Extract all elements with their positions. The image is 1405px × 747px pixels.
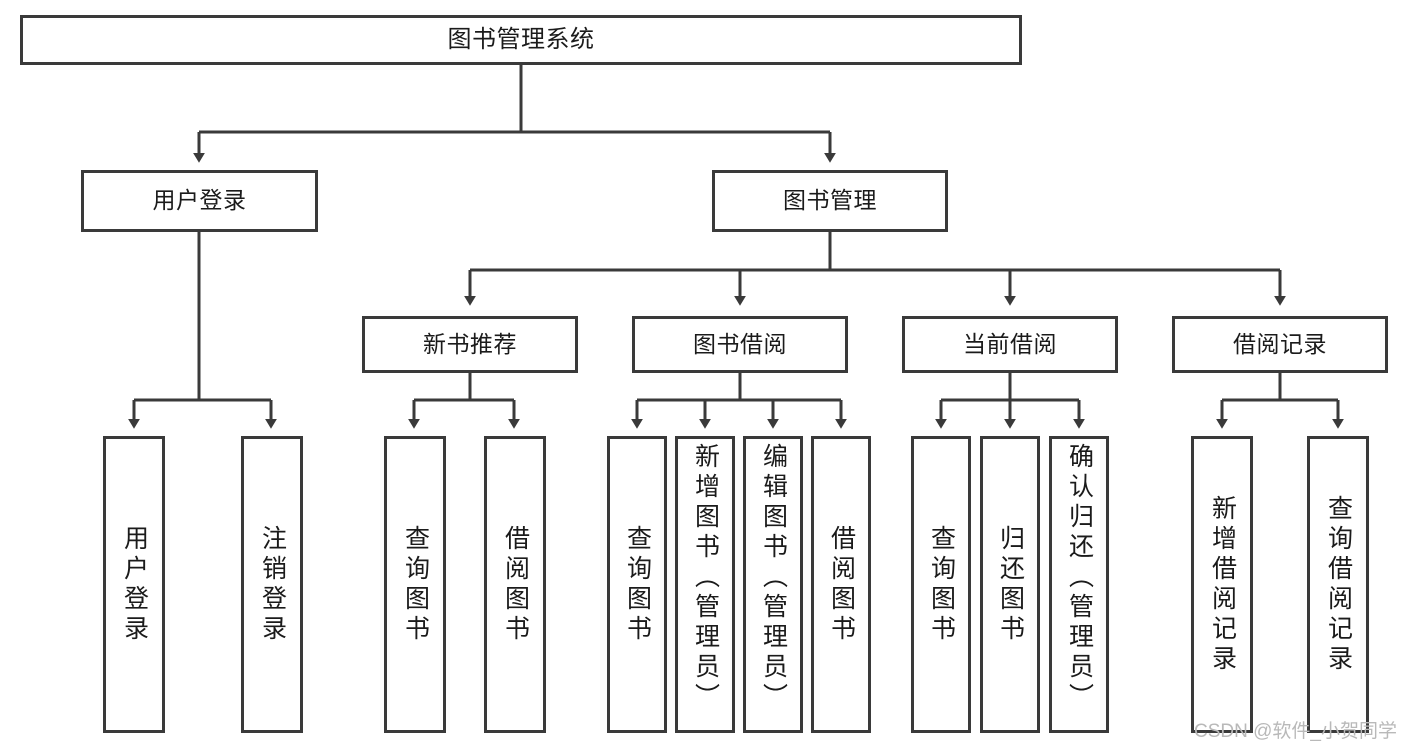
- node-user-login-label: 用户登录: [152, 187, 247, 214]
- leaf-user-login[interactable]: 用户登录: [103, 436, 165, 733]
- leaf-query-record[interactable]: 查询借阅记录: [1307, 436, 1369, 733]
- leaf-add-book-label: 新增图书（管理员）: [691, 443, 720, 713]
- node-book-manage-label: 图书管理: [783, 187, 877, 214]
- node-current-borrow-label: 当前借阅: [963, 330, 1057, 357]
- watermark-text: CSDN @软件_小贺同学: [1194, 721, 1397, 742]
- node-book-borrow[interactable]: 图书借阅: [632, 316, 848, 373]
- leaf-confirm-return[interactable]: 确认归还（管理员）: [1049, 436, 1109, 733]
- leaf-query-book-2-label: 查询图书: [623, 524, 652, 645]
- leaf-borrow-book-1[interactable]: 借阅图书: [484, 436, 546, 733]
- leaf-return-book[interactable]: 归还图书: [980, 436, 1040, 733]
- leaf-borrow-book-1-label: 借阅图书: [501, 524, 530, 645]
- node-book-borrow-label: 图书借阅: [693, 330, 787, 357]
- leaf-query-book-3-label: 查询图书: [927, 524, 956, 645]
- node-new-book-recommend-label: 新书推荐: [423, 330, 517, 357]
- leaf-confirm-return-label: 确认归还（管理员）: [1065, 443, 1094, 713]
- leaf-logout-login-label: 注销登录: [258, 524, 287, 645]
- node-borrow-record[interactable]: 借阅记录: [1172, 316, 1388, 373]
- leaf-query-book-2[interactable]: 查询图书: [607, 436, 667, 733]
- leaf-borrow-book-2-label: 借阅图书: [827, 524, 856, 645]
- node-root[interactable]: 图书管理系统: [20, 15, 1022, 65]
- leaf-edit-book-label: 编辑图书（管理员）: [759, 443, 788, 713]
- leaf-query-book-1[interactable]: 查询图书: [384, 436, 446, 733]
- node-root-label: 图书管理系统: [447, 25, 595, 53]
- leaf-user-login-label: 用户登录: [120, 524, 149, 645]
- leaf-query-record-label: 查询借阅记录: [1324, 494, 1353, 675]
- leaf-query-book-3[interactable]: 查询图书: [911, 436, 971, 733]
- leaf-borrow-book-2[interactable]: 借阅图书: [811, 436, 871, 733]
- leaf-return-book-label: 归还图书: [996, 524, 1025, 645]
- leaf-add-record-label: 新增借阅记录: [1208, 494, 1237, 675]
- leaf-query-book-1-label: 查询图书: [401, 524, 430, 645]
- node-user-login[interactable]: 用户登录: [81, 170, 318, 232]
- leaf-edit-book[interactable]: 编辑图书（管理员）: [743, 436, 803, 733]
- node-book-manage[interactable]: 图书管理: [712, 170, 948, 232]
- leaf-logout-login[interactable]: 注销登录: [241, 436, 303, 733]
- node-current-borrow[interactable]: 当前借阅: [902, 316, 1118, 373]
- leaf-add-book[interactable]: 新增图书（管理员）: [675, 436, 735, 733]
- node-new-book-recommend[interactable]: 新书推荐: [362, 316, 578, 373]
- leaf-add-record[interactable]: 新增借阅记录: [1191, 436, 1253, 733]
- node-borrow-record-label: 借阅记录: [1233, 330, 1327, 357]
